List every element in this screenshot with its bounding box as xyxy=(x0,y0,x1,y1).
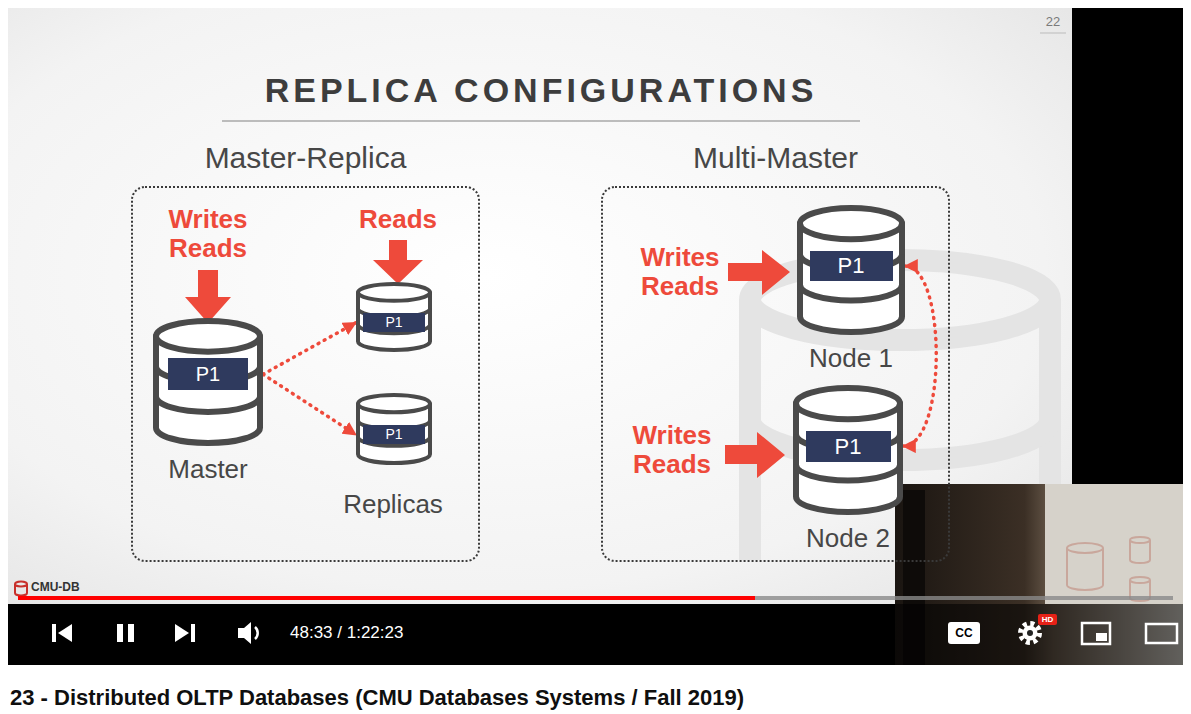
player-controls xyxy=(52,614,1177,644)
block-arrow xyxy=(373,240,423,284)
hd-badge-bg xyxy=(1038,614,1057,625)
cmu-db-logo-icon xyxy=(15,582,27,596)
slide-number: 22 xyxy=(1046,14,1060,30)
volume-icon xyxy=(238,622,251,644)
panel-heading: Master-Replica xyxy=(133,141,478,175)
database-node: P1 xyxy=(356,282,432,352)
block-arrow xyxy=(728,250,790,295)
settings-gear xyxy=(1027,630,1033,636)
io-arrows xyxy=(185,240,790,478)
settings-gear xyxy=(1023,626,1038,641)
cylinder-top xyxy=(800,208,902,239)
io-label: Writes Reads xyxy=(612,421,732,479)
partition-tag: P1 xyxy=(810,251,893,281)
io-label: Writes Reads xyxy=(148,205,268,263)
slide-number-rule xyxy=(1040,33,1066,34)
group-panel: Master-ReplicaP1MasterP1P1 xyxy=(131,186,480,562)
panel-heading: Multi-Master xyxy=(603,141,948,175)
io-label: Writes Reads xyxy=(620,243,740,301)
partition-tag: P1 xyxy=(168,358,248,390)
pause-icon xyxy=(128,624,134,642)
node-name: Node 1 xyxy=(809,343,893,373)
video-title: 23 - Distributed OLTP Databases (CMU Dat… xyxy=(10,685,744,711)
player-background xyxy=(8,8,1183,665)
progress-played xyxy=(18,596,755,600)
io-label: Reads xyxy=(338,205,458,234)
cc-label: CC xyxy=(955,626,972,640)
settings-gear xyxy=(1021,624,1040,643)
title-underline xyxy=(222,120,860,122)
block-arrow xyxy=(185,270,231,323)
pause-icon xyxy=(117,624,123,642)
progress-track xyxy=(18,596,1173,600)
skip-back-icon xyxy=(52,624,56,642)
next-icon xyxy=(175,624,189,642)
cylinder-band xyxy=(796,465,900,481)
miniplayer-icon xyxy=(1096,633,1107,641)
database-node: P1Node 2 xyxy=(793,385,903,515)
node-name: Node 2 xyxy=(806,523,890,553)
group-panel: Multi-MasterP1Node 1P1Node 2 xyxy=(601,186,950,562)
replication-arrow xyxy=(903,266,936,446)
theater-icon xyxy=(1146,624,1177,643)
replication-arrow xyxy=(263,374,356,434)
logo-text: CMU-DB xyxy=(31,580,80,594)
block-arrow xyxy=(725,432,785,478)
partition-tag: P1 xyxy=(363,425,425,444)
next-icon xyxy=(191,624,195,642)
miniplayer-icon xyxy=(1082,623,1110,644)
time-display: 48:33 / 1:22:23 xyxy=(290,623,403,643)
group-label: Replicas xyxy=(343,489,443,519)
cylinder-band xyxy=(800,285,902,301)
node-name: Master xyxy=(168,454,247,484)
cylinder-top xyxy=(156,321,260,352)
cc-button xyxy=(948,622,980,644)
database-node: P1Node 1 xyxy=(797,205,905,335)
slide-title: REPLICA CONFIGURATIONS xyxy=(265,70,818,110)
hd-label: HD xyxy=(1042,615,1054,624)
cylinder-band xyxy=(156,397,260,412)
cylinder-top xyxy=(358,284,430,301)
cylinder-top xyxy=(358,395,430,412)
cylinder-top xyxy=(796,388,900,419)
controls-gradient xyxy=(8,604,1183,665)
partition-tag: P1 xyxy=(806,431,891,462)
database-node: P1Master xyxy=(153,318,263,446)
database-node: P1 xyxy=(356,393,432,465)
skip-back-icon xyxy=(58,624,72,642)
partition-tag: P1 xyxy=(363,313,425,332)
replication-arrow xyxy=(263,323,356,375)
volume-icon xyxy=(255,627,258,639)
